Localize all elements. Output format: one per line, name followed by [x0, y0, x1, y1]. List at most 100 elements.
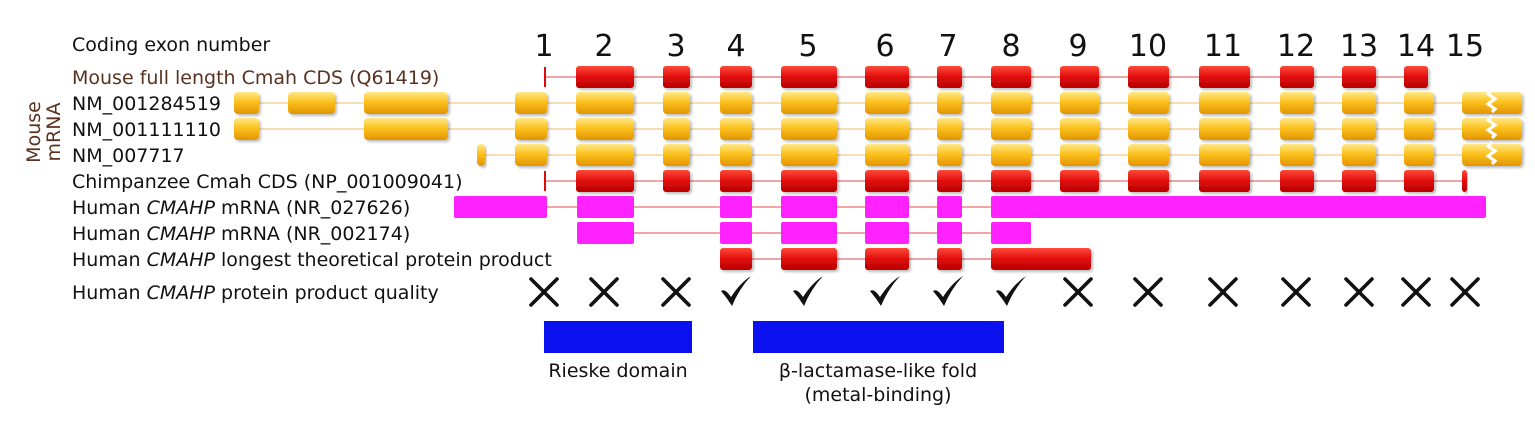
- exon-block: [991, 196, 1486, 218]
- exon-block: [515, 92, 547, 114]
- row-labels: Mouse full length Cmah CDS (Q61419) NM_00…: [72, 67, 552, 304]
- exon-block: [576, 66, 634, 88]
- exon-block: [937, 196, 962, 218]
- exon-block: [1060, 92, 1099, 114]
- exon-block: [991, 118, 1031, 140]
- exon-block: [1199, 92, 1250, 114]
- exon-block: [1128, 66, 1169, 88]
- exon-number-6: 6: [875, 29, 894, 64]
- row-label: NM_001111110: [72, 119, 221, 141]
- cross-icon: [1208, 277, 1238, 307]
- exon-block: [781, 92, 837, 114]
- row-label: Human CMAHP longest theoretical protein …: [72, 249, 552, 271]
- track-NM_001111110: [234, 114, 1522, 140]
- exon-number-12: 12: [1277, 29, 1315, 64]
- exon-block: [1199, 118, 1250, 140]
- exon-number-5: 5: [798, 29, 817, 64]
- exon-block: [288, 92, 335, 114]
- exon-block: [720, 144, 752, 166]
- exon-number-15: 15: [1446, 29, 1484, 64]
- check-icon: [996, 276, 1026, 306]
- exon-number-11: 11: [1204, 29, 1242, 64]
- exon-block: [1342, 118, 1376, 140]
- exon-block: [234, 118, 259, 140]
- exon-block: [1280, 66, 1314, 88]
- exon-number-13: 13: [1340, 29, 1378, 64]
- exon-block: [937, 92, 962, 114]
- transcript-tracks: [234, 66, 1522, 270]
- exon-block: [515, 144, 547, 166]
- exon-block: [937, 144, 962, 166]
- exon-block: [1280, 118, 1314, 140]
- track-NM_007717: [477, 140, 1522, 166]
- exon-number-4: 4: [726, 29, 745, 64]
- truncation-mark: [1485, 88, 1498, 114]
- exon-block: [865, 222, 909, 244]
- exon-block: [1404, 118, 1434, 140]
- exon-block: [1404, 66, 1428, 88]
- exon-header-label: Coding exon number: [72, 34, 270, 56]
- exon-block: [720, 222, 752, 244]
- quality-marks: [529, 276, 1480, 307]
- exon-block: [781, 66, 837, 88]
- row-label: NM_007717: [72, 145, 185, 167]
- exon-block: [781, 196, 837, 218]
- row-label: Human CMAHP mRNA (NR_002174): [72, 223, 410, 245]
- exon-block: [720, 170, 752, 192]
- exon-block: [576, 92, 634, 114]
- exon-number-1: 1: [534, 29, 553, 64]
- exon-block: [865, 144, 909, 166]
- exon-block: [865, 66, 909, 88]
- row-label: Human CMAHP protein product quality: [72, 282, 439, 304]
- track-chimp-cds: [544, 170, 1467, 192]
- check-icon: [793, 276, 823, 306]
- exon-block: [577, 222, 634, 244]
- exon-block: [865, 196, 909, 218]
- exon-block: [720, 66, 752, 88]
- exon-block: [1128, 170, 1169, 192]
- check-icon: [870, 276, 900, 306]
- check-icon: [933, 276, 963, 306]
- exon-block: [937, 248, 962, 270]
- exon-block: [454, 196, 547, 218]
- beta-lactamase-domain-label: β-lactamase-like fold: [779, 360, 977, 382]
- track-theoretical-protein: [720, 248, 1091, 270]
- exon-block: [991, 66, 1031, 88]
- exon-block: [720, 92, 752, 114]
- cross-icon: [529, 277, 559, 307]
- exon-block: [720, 196, 752, 218]
- exon-number-7: 7: [938, 29, 957, 64]
- truncation-mark: [1485, 114, 1498, 140]
- exon-number-8: 8: [1001, 29, 1020, 64]
- exon-block: [991, 144, 1031, 166]
- check-icon: [721, 276, 751, 306]
- exon-block: [663, 92, 690, 114]
- exon-block: [1280, 92, 1314, 114]
- exon-block: [1199, 66, 1250, 88]
- track-NR_027626: [454, 196, 1486, 218]
- exon-block: [663, 118, 690, 140]
- exon-block: [991, 222, 1031, 244]
- exon-block: [577, 196, 634, 218]
- exon-block: [1342, 92, 1376, 114]
- exon-block: [1462, 170, 1467, 192]
- exon-block: [1199, 170, 1250, 192]
- exon-block: [234, 92, 259, 114]
- track-mouse-cds: [544, 66, 1428, 88]
- exon-block: [781, 248, 837, 270]
- exon-block: [781, 118, 837, 140]
- exon-block: [1342, 66, 1376, 88]
- exon-block: [1060, 118, 1099, 140]
- exon-block: [663, 66, 690, 88]
- cross-icon: [1344, 277, 1374, 307]
- cross-icon: [1133, 277, 1163, 307]
- cross-icon: [661, 277, 691, 307]
- mouse-mrna-group-label: Mouse mRNA: [23, 101, 65, 163]
- row-label: Mouse full length Cmah CDS (Q61419): [72, 67, 439, 89]
- beta-lactamase-domain-sublabel: (metal-binding): [804, 384, 951, 406]
- cross-icon: [1063, 277, 1093, 307]
- exon-block: [1342, 170, 1376, 192]
- exon-block: [865, 170, 909, 192]
- exon-number-14: 14: [1397, 29, 1435, 64]
